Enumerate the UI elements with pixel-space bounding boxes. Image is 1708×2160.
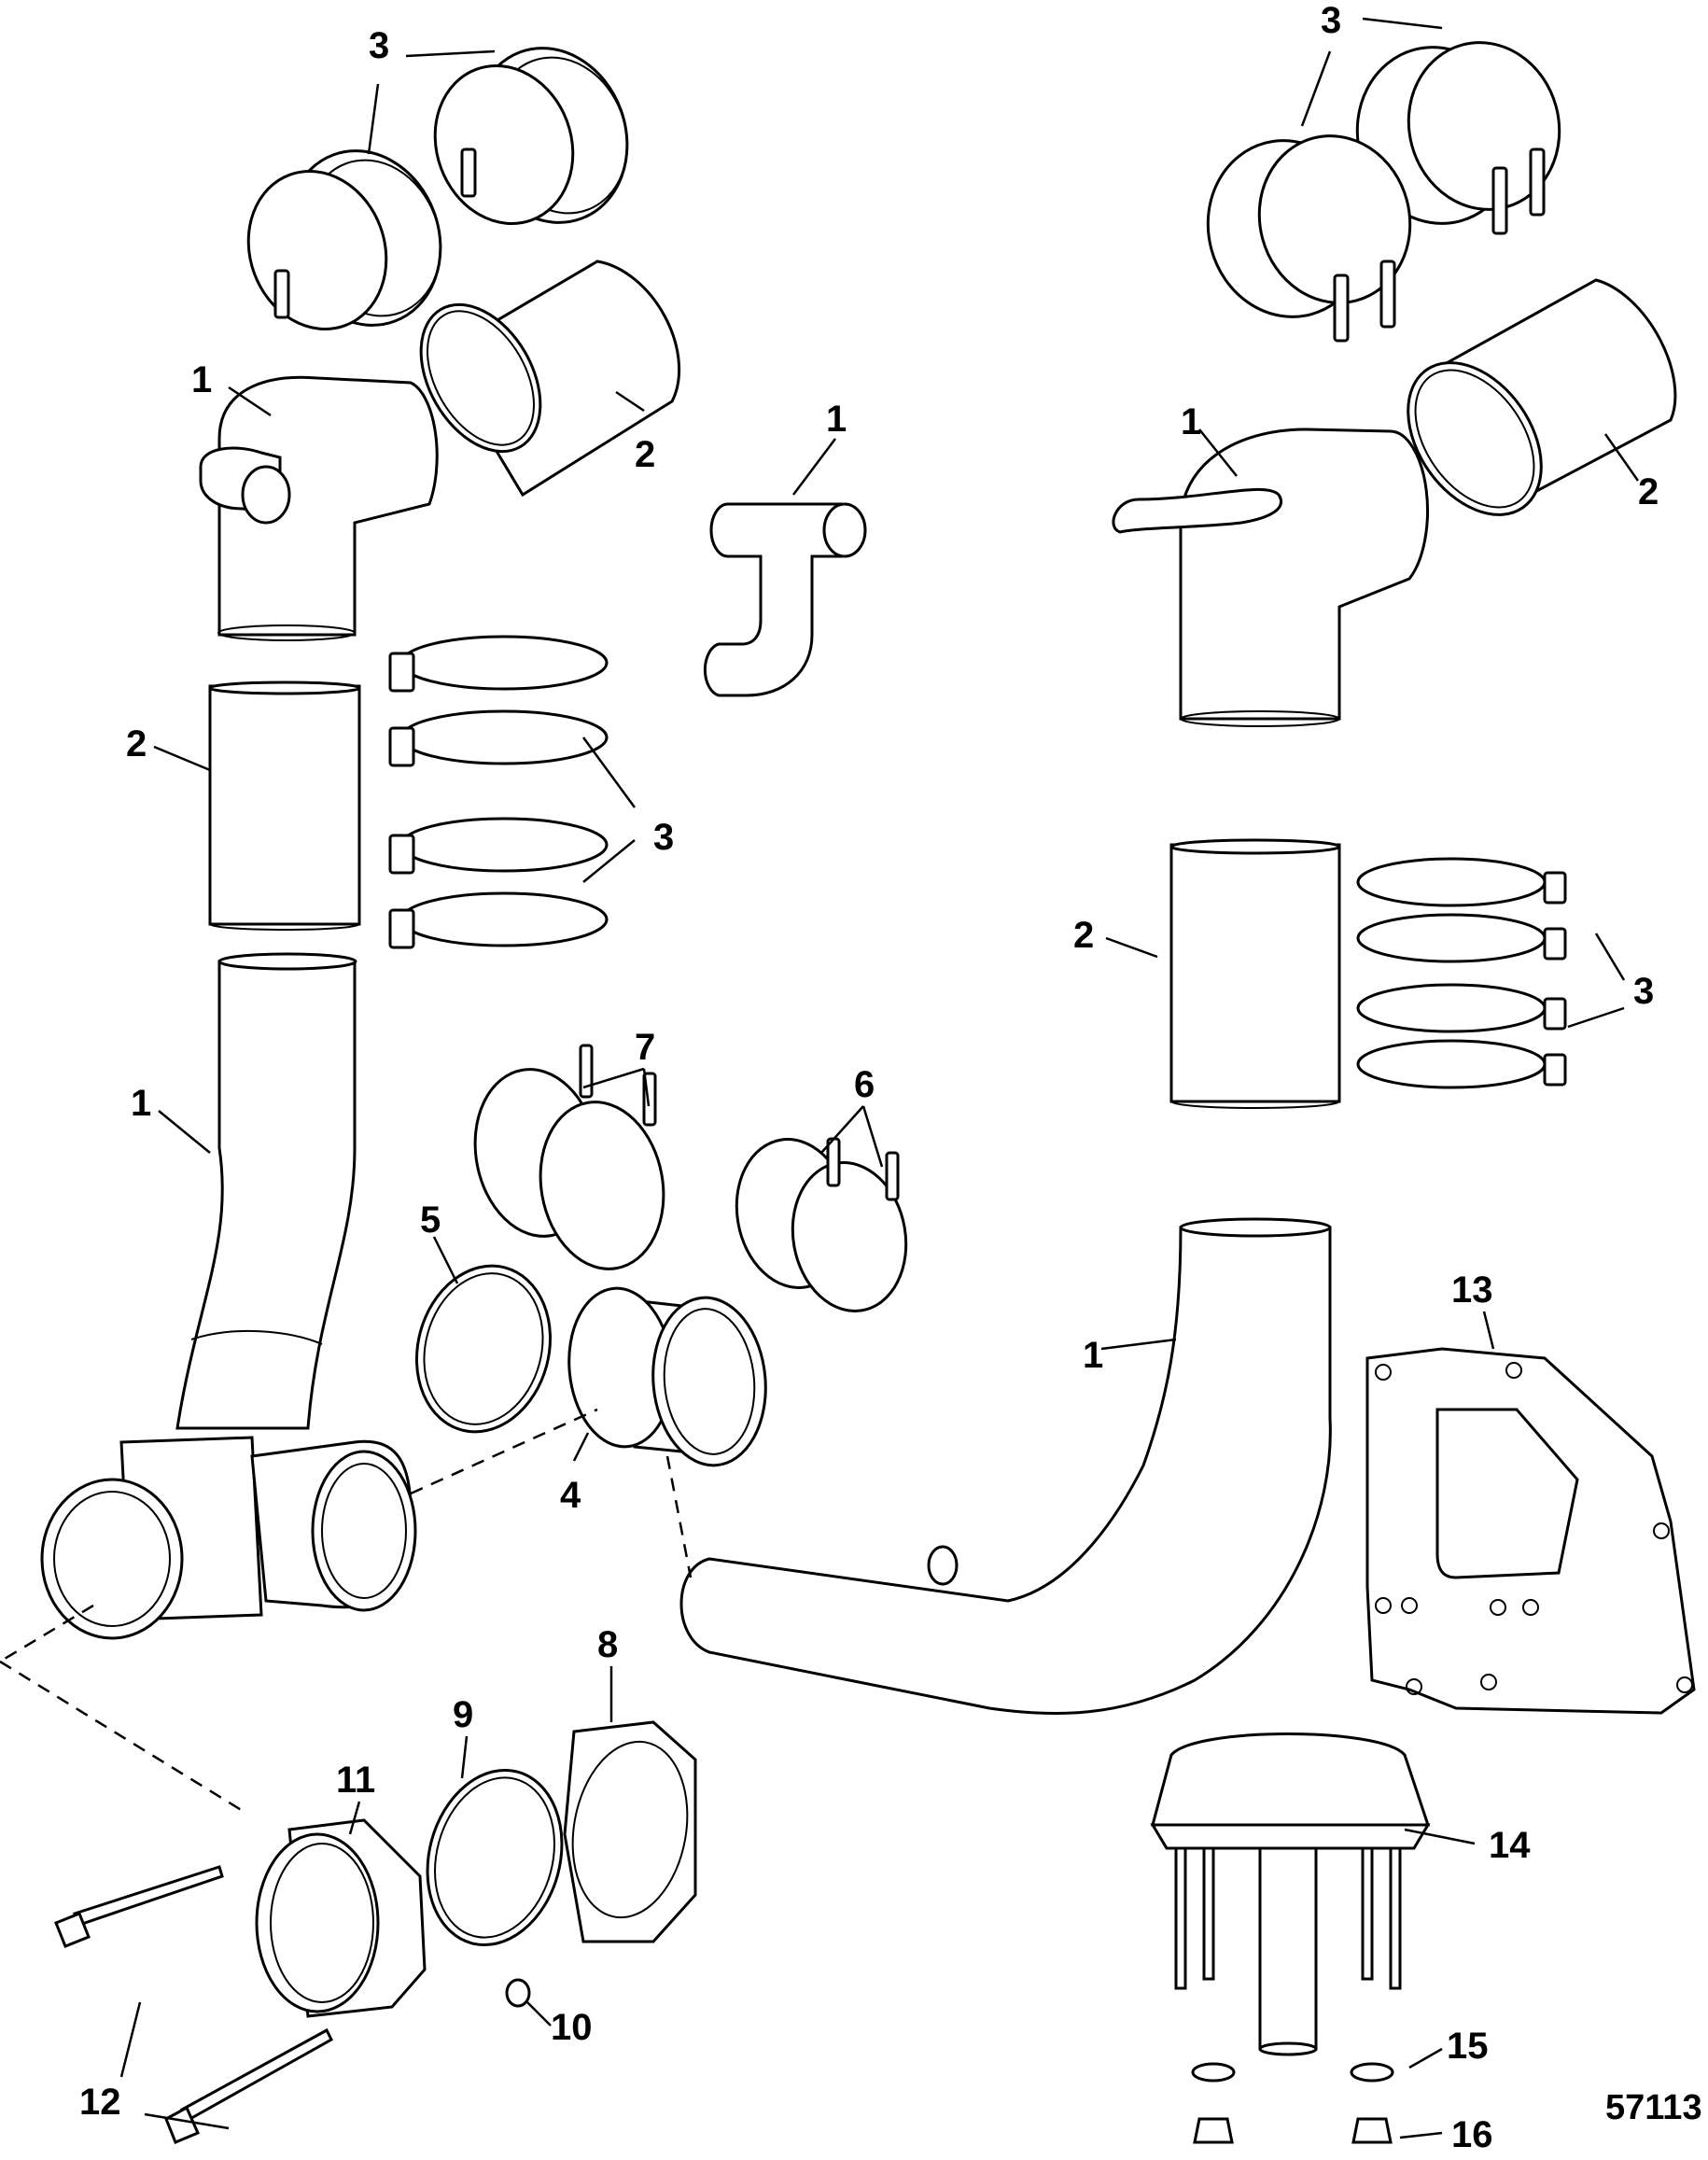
callout-1: 1 [191, 359, 212, 400]
callout-1: 1 [826, 399, 847, 440]
sleeve-top-left [419, 259, 681, 498]
callout-3: 3 [1321, 0, 1341, 41]
seal-ring-5 [414, 1264, 553, 1434]
callout-3: 3 [369, 25, 389, 66]
tee-pipe-center [703, 502, 867, 697]
callout-1: 1 [1083, 1335, 1103, 1376]
callout-1: 1 [131, 1083, 151, 1124]
callout-6: 6 [854, 1064, 875, 1105]
clamp-pair-top-left [246, 47, 629, 330]
clamps-item-6 [735, 1137, 908, 1312]
callout-3: 3 [1633, 971, 1654, 1012]
elbow-top-right [1112, 428, 1429, 727]
alignment-lines [0, 1408, 693, 1813]
long-pipe-right [679, 1217, 1332, 1716]
callout-1: 1 [1181, 401, 1201, 442]
callout-2: 2 [635, 434, 655, 475]
gasket-8 [563, 1720, 697, 1943]
leader-lines [119, 17, 1640, 2139]
callout-3: 3 [653, 817, 674, 858]
callout-2: 2 [126, 723, 147, 764]
clamps-item-7 [473, 1044, 665, 1270]
nuts-16 [1193, 2117, 1393, 2144]
shower-head-14 [1150, 1732, 1431, 2056]
callout-12: 12 [79, 2082, 121, 2123]
sleeve-mid-left [208, 680, 361, 931]
elbow-top-left [199, 375, 439, 641]
bolts-12 [54, 1865, 333, 2144]
callout-10: 10 [551, 2007, 593, 2048]
gasket-13 [1365, 1347, 1696, 1715]
o-ring-9 [426, 1768, 564, 1947]
callout-15: 15 [1447, 2026, 1489, 2067]
washers-15 [1191, 2062, 1394, 2083]
sleeve-top-right [1407, 278, 1677, 516]
coupling-4 [567, 1286, 767, 1467]
clamps-right-mid [1356, 857, 1567, 1089]
clamps-mid-left [388, 635, 609, 949]
callout-9: 9 [453, 1694, 473, 1735]
callouts: 3 3 3 3 1 1 1 1 1 2 2 2 2 4 5 6 7 8 9 10… [79, 0, 1659, 2155]
callout-2: 2 [1073, 915, 1094, 956]
figure-id: 57113 [1605, 2088, 1702, 2127]
callout-14: 14 [1489, 1825, 1531, 1866]
callout-7: 7 [635, 1027, 655, 1068]
callout-2: 2 [1638, 471, 1659, 512]
manifold-housing-left [40, 1436, 417, 1640]
callout-5: 5 [420, 1199, 441, 1241]
clamp-pair-top-right [1206, 41, 1561, 343]
callout-11: 11 [336, 1760, 375, 1801]
flange-11 [255, 1818, 427, 2018]
callout-8: 8 [597, 1624, 618, 1665]
callout-4: 4 [560, 1475, 581, 1516]
callout-16: 16 [1451, 2114, 1493, 2155]
washer-10 [505, 1978, 531, 2008]
callout-13: 13 [1451, 1269, 1493, 1311]
long-pipe-left [175, 952, 357, 1430]
sleeve-right-mid [1169, 838, 1341, 1109]
